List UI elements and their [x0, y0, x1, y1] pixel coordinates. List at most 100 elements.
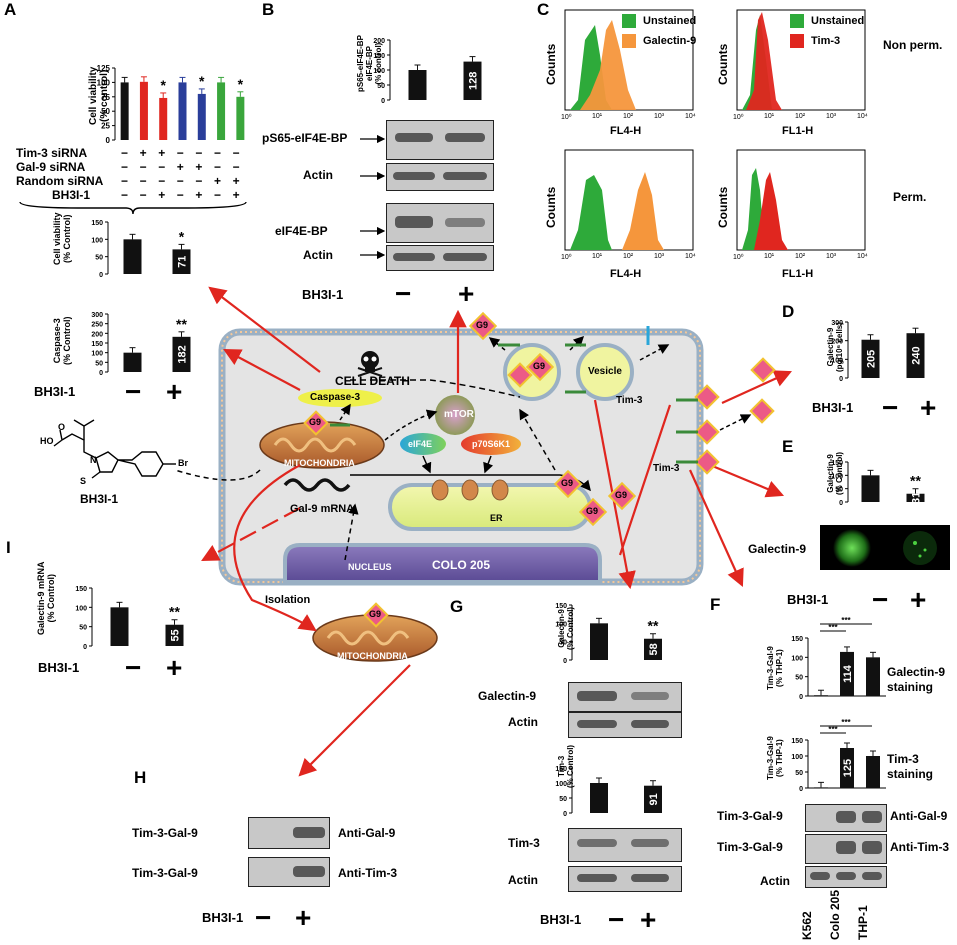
significance-mark: *	[179, 228, 185, 244]
bar-2	[866, 657, 880, 696]
a-sign-cell: −	[121, 174, 129, 188]
c-xlabel-1: FL4-H	[610, 125, 642, 137]
a-sign-cell: +	[176, 160, 184, 174]
bar-1	[165, 624, 184, 646]
h-blot-right-1: Anti-Gal-9	[338, 826, 396, 840]
chem-s: S	[80, 476, 87, 486]
g-blot-label-1: Galectin-9	[478, 689, 537, 703]
g9-label: G9	[561, 478, 574, 488]
g-blot-2	[568, 712, 682, 738]
d-plus-sign: +	[920, 392, 937, 423]
y-tick-label: 0	[106, 136, 111, 145]
cell-name-label: COLO 205	[432, 558, 491, 572]
y-tick-label: 50	[95, 360, 103, 367]
bar-0	[861, 339, 880, 378]
y-tick-label: 150	[831, 460, 843, 467]
a-sign-cell: +	[232, 188, 240, 202]
bar-value-label: 71	[177, 256, 189, 268]
significance-mark: *	[160, 77, 166, 93]
y-tick-label: 0	[99, 272, 103, 279]
vesicle-label: Vesicle	[588, 366, 622, 377]
y-tick-label: 50	[795, 675, 803, 682]
h-blot-right-2: Anti-Tim-3	[338, 866, 398, 880]
f-chart1-label: Galectin-9 staining	[887, 665, 946, 694]
y-tick-label: 100	[831, 473, 843, 480]
e-img-arrow	[817, 542, 831, 554]
bar-1	[172, 249, 191, 274]
tim3-receptors	[330, 326, 698, 464]
ribosome-icons	[431, 479, 509, 501]
e-plus-sign: +	[910, 584, 927, 615]
b-minus-sign: −	[395, 278, 412, 309]
a-sign-cell: −	[176, 188, 184, 202]
b-blot-actin-1	[386, 163, 494, 191]
g-ylabel-2: Tim-3 (% Control)	[557, 744, 575, 788]
nucleus	[283, 543, 602, 584]
y-tick-label: 150	[791, 738, 803, 745]
bar-0	[590, 623, 608, 660]
a-brace	[19, 201, 247, 215]
legend-swatch-unstained-2	[790, 14, 804, 28]
f-xcat-thp1: THP-1	[856, 905, 870, 940]
a-sign-cell: −	[139, 160, 147, 174]
c-xtick: 10⁴	[685, 253, 696, 260]
a-sign-cell: −	[195, 174, 203, 188]
y-tick-label: 100	[831, 357, 843, 364]
y-tick-label: 50	[795, 770, 803, 777]
y-tick-label: 50	[377, 83, 385, 90]
panel-letter-i: I	[6, 538, 11, 557]
a-sign-cell: −	[158, 174, 166, 188]
bar-value-label: 125	[842, 759, 854, 777]
a-row-random: Random siRNA	[16, 174, 104, 188]
c-xtick: 10²	[623, 113, 634, 120]
f-blot-right-1: Anti-Gal-9	[890, 809, 948, 823]
a-sign-cell: −	[121, 188, 129, 202]
a-bh3i-label: BH3I-1	[34, 384, 76, 399]
sig-mark: ***	[828, 623, 838, 632]
y-tick-label: 150	[91, 341, 103, 348]
bar-1	[172, 336, 191, 372]
legend-unstained-2: Unstained	[811, 15, 865, 27]
bar-1	[644, 638, 662, 660]
y-tick-label: 150	[91, 220, 103, 227]
a-sign-cell: −	[195, 146, 203, 160]
er-label: ER	[490, 513, 503, 523]
a-sign-cell: −	[176, 174, 184, 188]
b-bh3i-label: BH3I-1	[302, 287, 344, 302]
panel-letter-g: G	[450, 597, 464, 616]
y-tick-label: 300	[91, 312, 103, 319]
g9-label: G9	[615, 490, 628, 500]
a-sign-cell: +	[158, 188, 166, 202]
panel-letter-f: F	[710, 595, 721, 614]
sig-mark: ***	[828, 725, 838, 734]
legend-galectin9: Galectin-9	[643, 35, 697, 47]
skull-icon	[357, 351, 383, 377]
a-row-tim3: Tim-3 siRNA	[16, 146, 88, 160]
bar-0	[120, 82, 129, 140]
a2-ylabel: Caspase-3 (% Control)	[52, 316, 72, 366]
a-row-bh3i: BH3I-1	[52, 188, 91, 202]
cell-death-label: CELL DEATH	[335, 374, 410, 388]
g9-label: G9	[533, 361, 546, 371]
y-tick-label: 100	[555, 781, 567, 788]
bar-1	[463, 61, 482, 100]
y-tick-label: 100	[373, 68, 385, 75]
g9-label: G9	[309, 417, 322, 427]
nucleus-label: NUCLEUS	[348, 562, 392, 572]
panel-letter-b: B	[262, 0, 275, 19]
f-xcat-colo205: Colo 205	[828, 889, 842, 940]
c-xtick: 10¹	[764, 253, 775, 260]
y-tick-label: 200	[91, 331, 103, 338]
panel-letter-e: E	[782, 437, 794, 456]
b-blot-label-4: Actin	[303, 248, 333, 262]
legend-unstained-1: Unstained	[643, 15, 697, 27]
bar-2	[866, 756, 880, 788]
y-tick-label: 300	[831, 320, 843, 327]
c-xtick: 10¹	[764, 113, 775, 120]
bar-1	[906, 333, 925, 378]
